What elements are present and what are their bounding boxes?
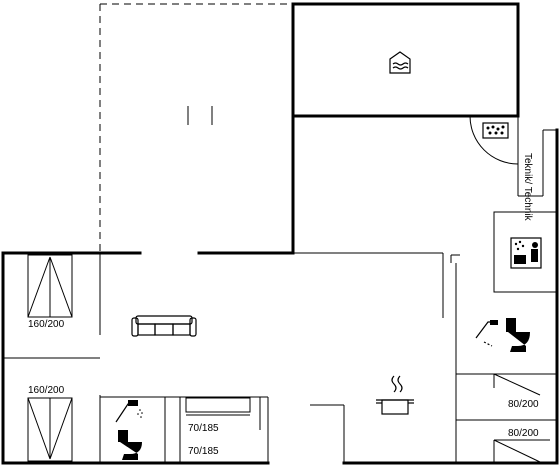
toilet-icon (118, 430, 142, 460)
bed-size-label: 160/200 (28, 319, 65, 330)
bed-size-label: 80/200 (508, 428, 539, 439)
bed-right-bottom: 80/200 (493, 428, 550, 463)
shower-icon (115, 400, 143, 423)
room-label-technik: Teknik/ Technik (522, 153, 533, 222)
terrace-outline (99, 3, 293, 253)
toilet-icon (506, 318, 530, 352)
sofa-icon (131, 315, 197, 337)
kitchen-pot-icon (376, 375, 414, 415)
bunk-bed: 70/185 70/185 (185, 397, 251, 457)
shower-icon (475, 320, 498, 347)
bed-right-top: 80/200 (493, 373, 541, 410)
bed-size-label: 160/200 (28, 385, 65, 396)
pool-icon (389, 51, 411, 74)
sauna-icon (510, 237, 542, 269)
whirlpool-icon (482, 122, 509, 139)
terrace-door (187, 106, 213, 125)
bed-size-label: 70/185 (188, 423, 219, 434)
bed-size-label: 80/200 (508, 399, 539, 410)
bed-left-bottom: 160/200 (27, 385, 73, 462)
bed-left-top: 160/200 (27, 254, 73, 330)
bed-size-label: 70/185 (188, 446, 219, 457)
interior-walls (3, 115, 558, 463)
